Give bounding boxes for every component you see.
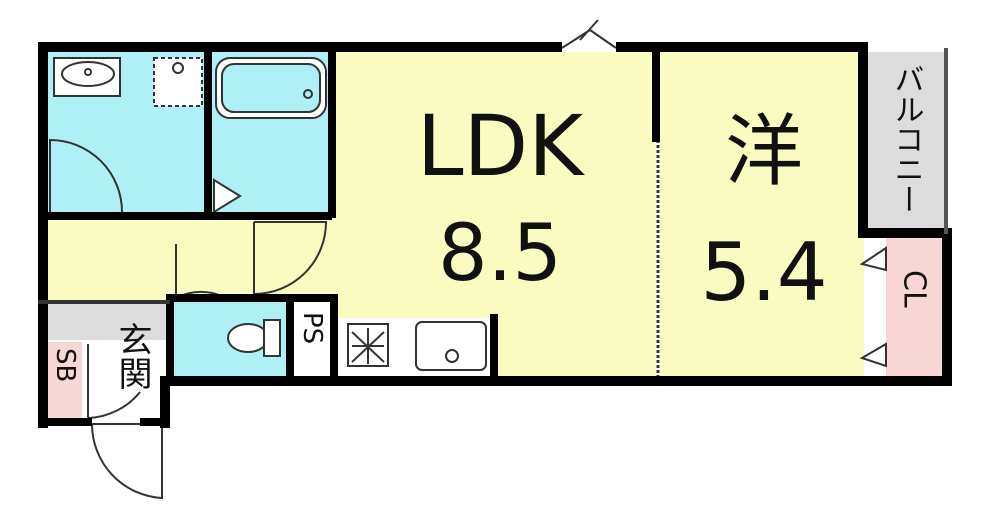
corridor-floor xyxy=(48,218,332,300)
ldk-size: 8.5 xyxy=(438,209,562,299)
stove xyxy=(347,323,389,367)
top-window xyxy=(561,28,617,49)
wash-basin xyxy=(53,57,121,97)
bathtub xyxy=(215,57,327,119)
western-floor xyxy=(660,52,864,380)
entrance-inner-door xyxy=(87,344,141,420)
western-size: 5.4 xyxy=(700,226,827,319)
room-labels: LDK 8.5 洋 5.4 バルコニー CL 玄関 SB PS xyxy=(50,64,932,390)
washing-machine-pan xyxy=(153,57,203,107)
walls xyxy=(38,42,952,428)
balcony-floor xyxy=(866,52,946,232)
bathroom-door xyxy=(213,178,242,214)
ldk-door xyxy=(253,221,328,295)
western-name: 洋 xyxy=(725,107,803,197)
closet-name: CL xyxy=(897,270,932,308)
entrance-name: 玄関 xyxy=(112,322,152,390)
closet-door-top xyxy=(859,246,887,272)
entrance-floor xyxy=(48,300,172,340)
pipe-space-name: PS xyxy=(297,312,327,344)
washroom-door xyxy=(49,138,123,213)
fixtures xyxy=(49,19,887,500)
kitchen-sink xyxy=(415,321,487,371)
balcony-name: バルコニー xyxy=(889,64,924,214)
shoebox-name: SB xyxy=(50,348,80,382)
ldk-name: LDK xyxy=(417,97,585,195)
shoebox-floor xyxy=(48,342,82,418)
closet-door-bottom xyxy=(859,342,887,368)
entrance-door xyxy=(90,423,163,500)
closet-floor xyxy=(886,236,944,376)
toilet-bowl xyxy=(227,319,281,357)
